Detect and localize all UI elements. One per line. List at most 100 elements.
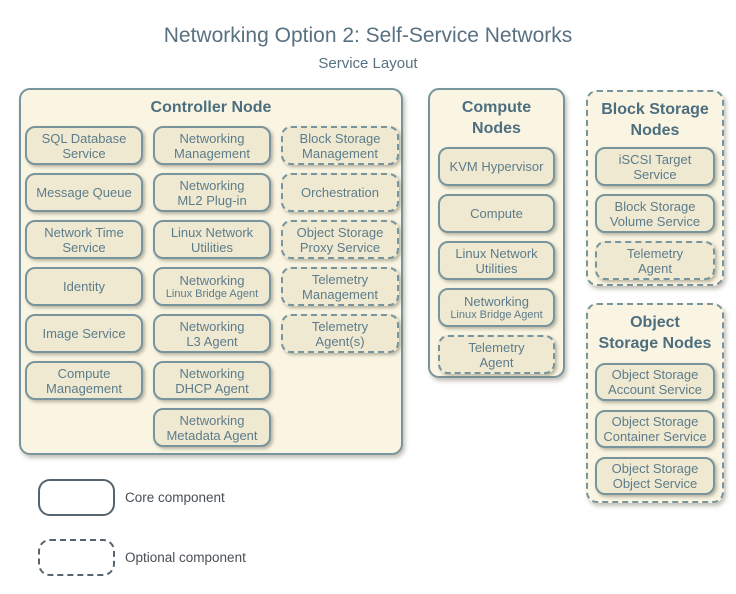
optional-component-label: Optional component bbox=[125, 550, 246, 565]
diagram-subtitle: Service Layout bbox=[318, 55, 418, 72]
legend-core-row: Core component bbox=[38, 479, 225, 516]
service-box-image-service: Image Service bbox=[25, 314, 143, 353]
service-box-label: Agent bbox=[638, 260, 672, 276]
service-box-label: Linux Network bbox=[455, 245, 538, 261]
service-box-label: iSCSI Target bbox=[618, 151, 692, 167]
legend-optional-row: Optional component bbox=[38, 539, 246, 576]
service-box-label: ML2 Plug-in bbox=[177, 192, 247, 208]
service-box-label: Agent bbox=[479, 354, 514, 370]
service-box-label: Networking bbox=[179, 318, 245, 334]
service-box-label: Networking bbox=[179, 272, 245, 288]
service-box-label: Management bbox=[46, 380, 122, 396]
service-box-label: Volume Service bbox=[609, 213, 701, 229]
service-box-label: Compute bbox=[57, 365, 111, 381]
service-box-label: Network Time bbox=[44, 224, 124, 240]
service-box-label: Object Storage bbox=[611, 461, 699, 476]
service-box-label: Image Service bbox=[42, 326, 126, 341]
service-box-label: Utilities bbox=[475, 260, 518, 276]
service-box-label: KVM Hypervisor bbox=[449, 159, 544, 174]
block-storage-nodes-title: Block Storage Nodes bbox=[601, 101, 709, 139]
service-box-label: Object Storage bbox=[611, 367, 699, 382]
service-box-label: Agent(s) bbox=[315, 333, 365, 349]
service-box-label: Object Storage bbox=[296, 224, 384, 240]
service-box-label: Networking bbox=[463, 293, 530, 309]
service-box-label: Service bbox=[62, 239, 106, 255]
diagram-title: Networking Option 2: Self-Service Networ… bbox=[163, 24, 573, 47]
service-box-label: Service bbox=[633, 166, 677, 182]
service-box-label: SQL Database bbox=[41, 130, 127, 146]
service-box-label: Telemetry bbox=[468, 339, 525, 355]
controller-node-title: Controller Node bbox=[150, 99, 272, 116]
service-box-label: Orchestration bbox=[300, 185, 380, 200]
service-box-label: Identity bbox=[63, 279, 105, 294]
service-box-label: Message Queue bbox=[36, 185, 132, 200]
service-box-label: Compute bbox=[470, 206, 523, 221]
service-box-label: Telemetry bbox=[626, 245, 684, 261]
service-box-label: L3 Agent bbox=[186, 333, 238, 349]
service-box-label: Management bbox=[174, 145, 250, 161]
service-box-label: Management bbox=[302, 145, 378, 161]
service-box-label: Linux Network bbox=[170, 224, 254, 240]
service-box-label: DHCP Agent bbox=[175, 380, 249, 396]
service-box-label: Utilities bbox=[191, 239, 233, 255]
service-box-sublabel: Linux Bridge Agent bbox=[165, 287, 259, 300]
core-component-swatch bbox=[38, 479, 115, 516]
service-box-label: Service bbox=[62, 145, 106, 161]
service-box-compute: Compute bbox=[438, 194, 555, 233]
core-component-label: Core component bbox=[125, 490, 225, 505]
service-box-label: Networking bbox=[179, 412, 245, 428]
service-box-label: Networking bbox=[179, 177, 245, 193]
service-box-kvm-hypervisor: KVM Hypervisor bbox=[438, 147, 555, 186]
service-box-label: Account Service bbox=[608, 382, 702, 397]
service-box-label: Object Storage bbox=[611, 414, 699, 429]
service-box-label: Networking bbox=[179, 365, 245, 381]
service-box-label: Metadata Agent bbox=[166, 427, 258, 443]
service-box-label: Proxy Service bbox=[299, 239, 381, 255]
compute-nodes-title: Compute Nodes bbox=[461, 99, 532, 137]
service-box-label: Telemetry bbox=[311, 318, 369, 334]
service-box-orchestration: Orchestration bbox=[281, 173, 399, 212]
service-box-label: Block Storage bbox=[299, 130, 381, 146]
object-storage-nodes-title: Object Storage Nodes bbox=[598, 314, 712, 352]
service-box-label: Block Storage bbox=[614, 198, 696, 214]
service-box-identity: Identity bbox=[25, 267, 143, 306]
service-box-message-queue: Message Queue bbox=[25, 173, 143, 212]
service-box-label: Telemetry bbox=[311, 271, 369, 287]
service-box-label: Container Service bbox=[603, 429, 707, 444]
service-box-sublabel: Linux Bridge Agent bbox=[450, 308, 543, 321]
optional-component-swatch bbox=[38, 539, 115, 576]
